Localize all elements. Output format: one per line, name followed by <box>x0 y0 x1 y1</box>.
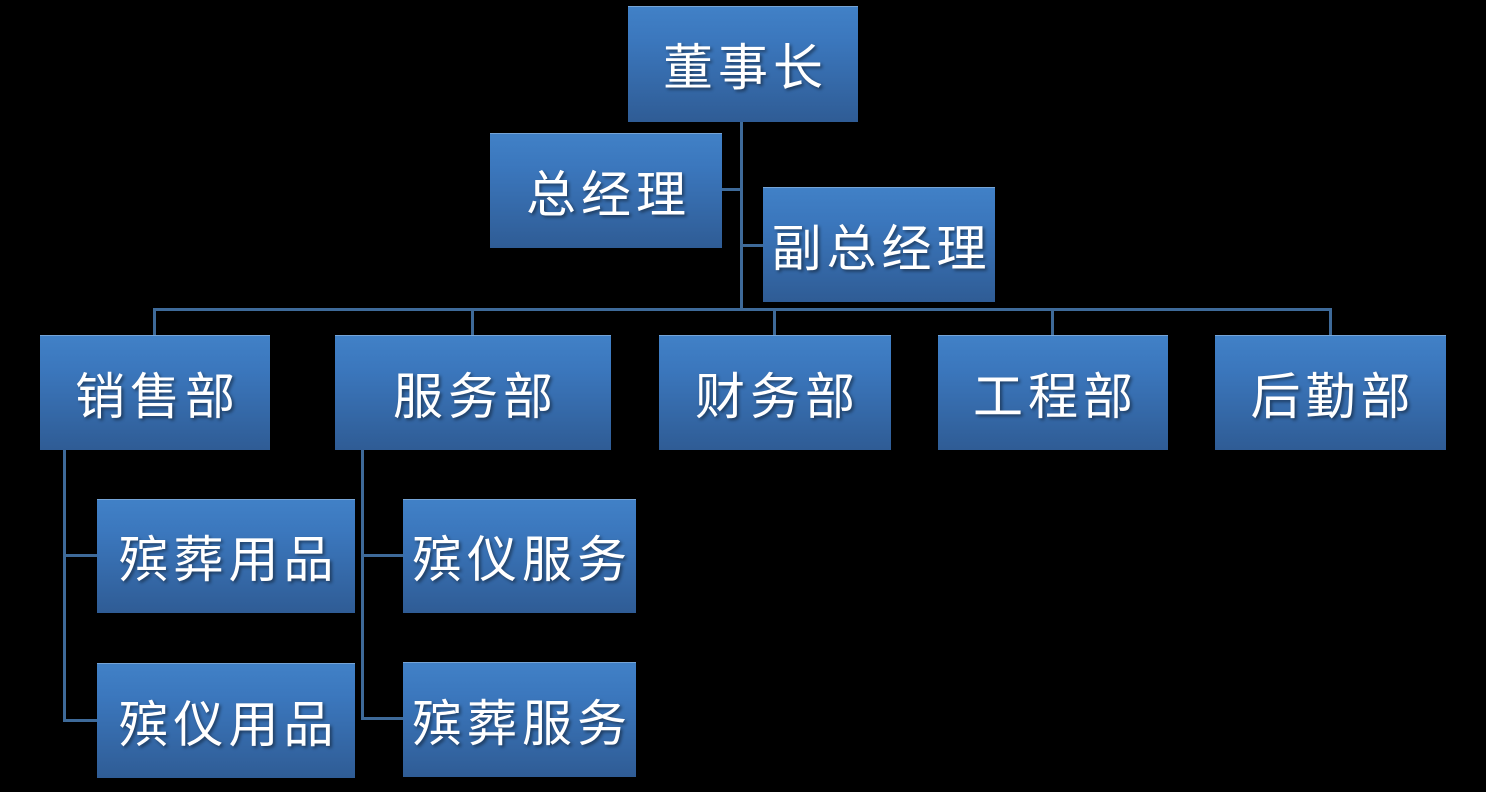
node-engineering-dept: 工程部 <box>938 335 1168 450</box>
connector-finance-dept-stub <box>773 308 776 335</box>
node-burial-services-label: 殡葬服务 <box>412 694 632 753</box>
node-chairman-label: 董事长 <box>663 39 828 97</box>
node-deputy-general-manager-label: 副总经理 <box>771 219 992 278</box>
connector-sales-hanging-vertical <box>63 450 66 722</box>
connector-sales-dept-stub <box>153 308 156 335</box>
node-ceremony-services: 殡仪服务 <box>403 499 636 613</box>
connector-deputy-general-manager-stub <box>743 244 763 247</box>
connector-burial-supplies-stub <box>63 554 97 557</box>
node-deputy-general-manager: 副总经理 <box>763 187 995 302</box>
node-ceremony-supplies-label: 殡仪用品 <box>118 695 339 754</box>
node-sales-dept: 销售部 <box>40 335 270 450</box>
node-finance-dept: 财务部 <box>659 335 891 450</box>
node-logistics-dept-label: 后勤部 <box>1250 367 1416 426</box>
node-sales-dept-label: 销售部 <box>75 367 240 426</box>
node-general-manager-label: 总经理 <box>526 165 691 224</box>
node-service-dept: 服务部 <box>335 335 611 450</box>
connector-general-manager-stub <box>722 188 740 191</box>
connector-engineering-dept-stub <box>1051 308 1054 335</box>
connector-ceremony-services-stub <box>361 554 403 557</box>
connector-logistics-dept-stub <box>1329 308 1332 335</box>
connector-service-dept-stub <box>471 308 474 335</box>
node-logistics-dept: 后勤部 <box>1215 335 1446 450</box>
node-ceremony-services-label: 殡仪服务 <box>412 531 632 589</box>
node-burial-supplies-label: 殡葬用品 <box>118 531 339 589</box>
connector-departments-horizontal <box>153 308 1332 311</box>
connector-service-hanging-vertical <box>361 450 364 720</box>
connector-burial-services-stub <box>361 717 403 720</box>
connector-trunk-vertical <box>740 122 743 311</box>
connector-ceremony-supplies-stub <box>63 719 97 722</box>
node-finance-dept-label: 财务部 <box>695 367 860 426</box>
node-burial-supplies: 殡葬用品 <box>97 499 355 613</box>
node-engineering-dept-label: 工程部 <box>973 367 1138 426</box>
node-service-dept-label: 服务部 <box>393 367 558 426</box>
node-general-manager: 总经理 <box>490 133 722 248</box>
node-ceremony-supplies: 殡仪用品 <box>97 663 355 778</box>
node-burial-services: 殡葬服务 <box>403 662 636 777</box>
node-chairman: 董事长 <box>628 6 858 122</box>
